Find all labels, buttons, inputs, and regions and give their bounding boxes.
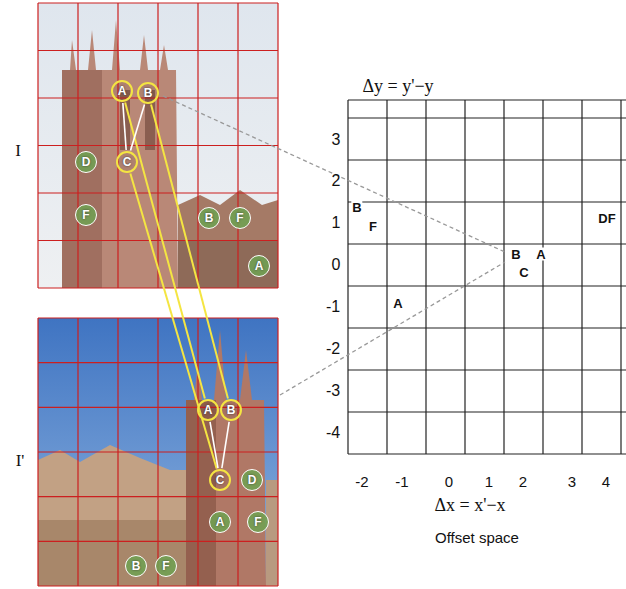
triangle-edge	[222, 422, 229, 468]
point-letter: F	[254, 516, 261, 528]
axis-tick: 0	[332, 257, 341, 273]
feature-circle: F	[155, 555, 177, 577]
point-letter: A	[118, 85, 127, 97]
point-letter: C	[123, 156, 132, 168]
match-circle: C	[209, 469, 231, 491]
offset-grid	[348, 100, 626, 454]
offset-point: F	[368, 220, 378, 233]
match-line	[125, 103, 205, 399]
axis-tick: -3	[326, 383, 340, 399]
offset-point: A	[535, 248, 546, 261]
match-line	[151, 105, 228, 399]
point-letter: B	[227, 404, 236, 416]
feature-circle: F	[247, 511, 269, 533]
feature-circle: A	[248, 255, 270, 277]
point-letter: B	[132, 560, 141, 572]
match-circle: B	[220, 399, 242, 421]
photo-bottom	[38, 318, 278, 586]
feature-circle: B	[198, 207, 220, 229]
axis-title: Δx = x'−x	[434, 496, 505, 514]
axis-tick: -2	[355, 474, 368, 489]
point-letter: D	[82, 156, 91, 168]
photo-top	[38, 3, 278, 288]
axis-title: Δy = y'−y	[362, 77, 433, 95]
feature-circle: D	[241, 469, 263, 491]
feature-circle: D	[75, 151, 97, 173]
axis-tick: 1	[485, 474, 493, 489]
point-letter: A	[255, 260, 264, 272]
axis-tick: 0	[445, 474, 453, 489]
feature-circle: F	[75, 204, 97, 226]
offset-point: B	[351, 201, 362, 214]
match-circle: B	[137, 82, 159, 104]
match-circle: C	[116, 151, 138, 173]
point-letter: D	[248, 474, 257, 486]
axis-tick: 4	[602, 474, 610, 489]
image-grid	[38, 3, 278, 586]
image-label: I'	[16, 452, 25, 469]
axis-tick: 2	[519, 474, 527, 489]
offset-point: DF	[597, 212, 616, 225]
point-letter: F	[236, 212, 243, 224]
point-letter: C	[216, 474, 225, 486]
match-circle: A	[197, 399, 219, 421]
axis-tick: 2	[332, 173, 341, 189]
axis-tick: 3	[568, 474, 576, 489]
axis-tick: 1	[332, 215, 341, 231]
point-letter: F	[162, 560, 169, 572]
offset-point: A	[392, 297, 403, 310]
axis-tick: -1	[395, 474, 408, 489]
caption-text: Offset space	[435, 530, 519, 545]
image-label: I	[15, 142, 21, 159]
axis-tick: 3	[332, 132, 341, 148]
point-letter: A	[204, 404, 213, 416]
point-letter: F	[82, 209, 89, 221]
axis-tick: -4	[326, 425, 340, 441]
triangle-edge	[123, 103, 126, 150]
leader-line	[163, 96, 505, 395]
feature-circle: B	[125, 555, 147, 577]
axis-tick: -1	[326, 299, 340, 315]
triangle-edge	[130, 104, 144, 150]
point-letter: B	[144, 87, 153, 99]
offset-point: B	[510, 248, 521, 261]
match-circle: A	[111, 80, 133, 102]
offset-point: C	[518, 266, 529, 279]
feature-circle: F	[229, 207, 251, 229]
triangle-edge	[210, 422, 218, 468]
axis-tick: -2	[326, 341, 340, 357]
feature-circle: A	[209, 511, 231, 533]
point-letter: B	[205, 212, 214, 224]
point-letter: A	[216, 516, 225, 528]
